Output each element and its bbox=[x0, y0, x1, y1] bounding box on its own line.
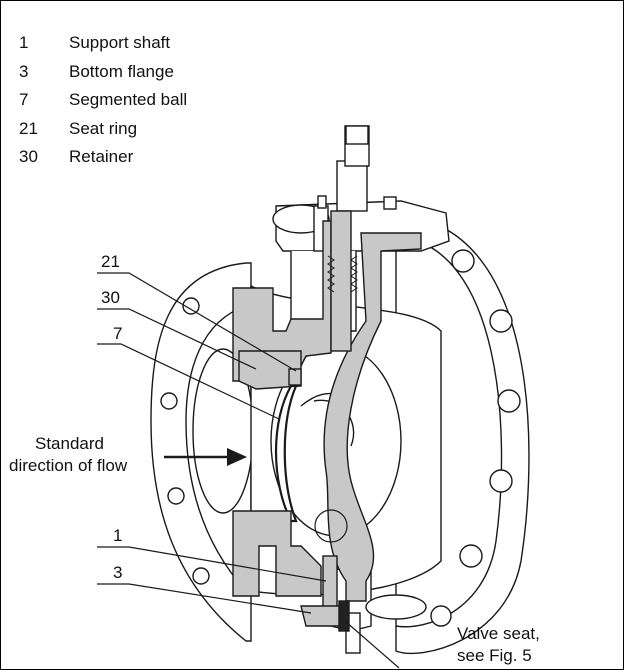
retainer-section bbox=[238, 350, 302, 390]
valve-seat-insert bbox=[338, 600, 350, 632]
valve-seat-line1: Valve seat, bbox=[457, 624, 540, 643]
actuator-housing bbox=[272, 125, 450, 332]
segmented-ball-section bbox=[274, 384, 298, 523]
leader-7 bbox=[97, 343, 280, 420]
legend-number: 21 bbox=[19, 118, 38, 138]
legend-label: Bottom flange bbox=[69, 61, 174, 81]
legend-row-segmented-ball: 7 Segmented ball bbox=[19, 86, 187, 115]
valve-seat-label: Valve seat, see Fig. 5 bbox=[457, 623, 540, 667]
valve-seat-line2: see Fig. 5 bbox=[457, 646, 532, 665]
flow-label-line2: direction of flow bbox=[9, 456, 128, 475]
left-flange bbox=[150, 262, 254, 642]
leader-30 bbox=[97, 308, 257, 370]
callout-30: 30 bbox=[101, 288, 120, 307]
stem-section bbox=[330, 210, 352, 352]
legend-number: 7 bbox=[19, 90, 29, 109]
legend-row-seat-ring: 21 Seat ring bbox=[19, 115, 187, 144]
body-section-lower bbox=[232, 510, 322, 597]
flow-label-2: direction of flow bbox=[9, 455, 127, 477]
legend-label: Segmented ball bbox=[69, 90, 188, 109]
legend-number: 30 bbox=[19, 147, 38, 166]
legend-label: Support shaft bbox=[69, 33, 171, 52]
legend-row-support-shaft: 1 Support shaft bbox=[19, 29, 187, 58]
leader-1 bbox=[97, 546, 327, 582]
parts-legend: 1 Support shaft 3 Bottom flange 7 Segmen… bbox=[19, 29, 187, 172]
seat-ring-section bbox=[288, 368, 302, 386]
legend-label: Retainer bbox=[69, 147, 134, 166]
legend-number: 3 bbox=[19, 61, 29, 81]
callout-21: 21 bbox=[101, 252, 120, 271]
leader-valve-seat bbox=[344, 620, 400, 669]
packing-springs bbox=[327, 255, 358, 293]
flow-arrow bbox=[164, 448, 247, 466]
legend-row-bottom-flange: 3 Bottom flange bbox=[19, 58, 187, 87]
leader-3 bbox=[97, 583, 312, 614]
callout-1: 1 bbox=[113, 526, 123, 545]
leader-21 bbox=[97, 272, 297, 372]
legend-row-retainer: 30 Retainer bbox=[19, 143, 187, 172]
flow-label-line1: Standard bbox=[35, 434, 104, 453]
leader-lines bbox=[97, 272, 400, 669]
flow-label: Standard bbox=[35, 433, 104, 455]
legend-label: Seat ring bbox=[69, 118, 138, 138]
legend-number: 1 bbox=[19, 33, 29, 52]
callout-7: 7 bbox=[113, 324, 123, 343]
body-section-right bbox=[323, 232, 422, 602]
detail-circle bbox=[314, 509, 348, 543]
callout-3: 3 bbox=[113, 563, 123, 582]
